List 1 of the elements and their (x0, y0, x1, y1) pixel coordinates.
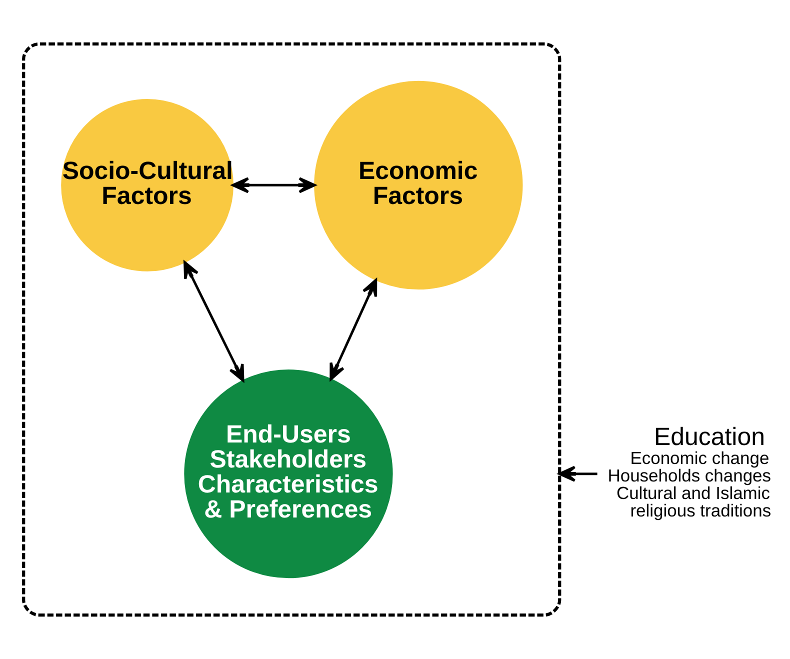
node-text: Education Economic change Households changes Cultural and Islamic religious traditions (608, 423, 772, 521)
